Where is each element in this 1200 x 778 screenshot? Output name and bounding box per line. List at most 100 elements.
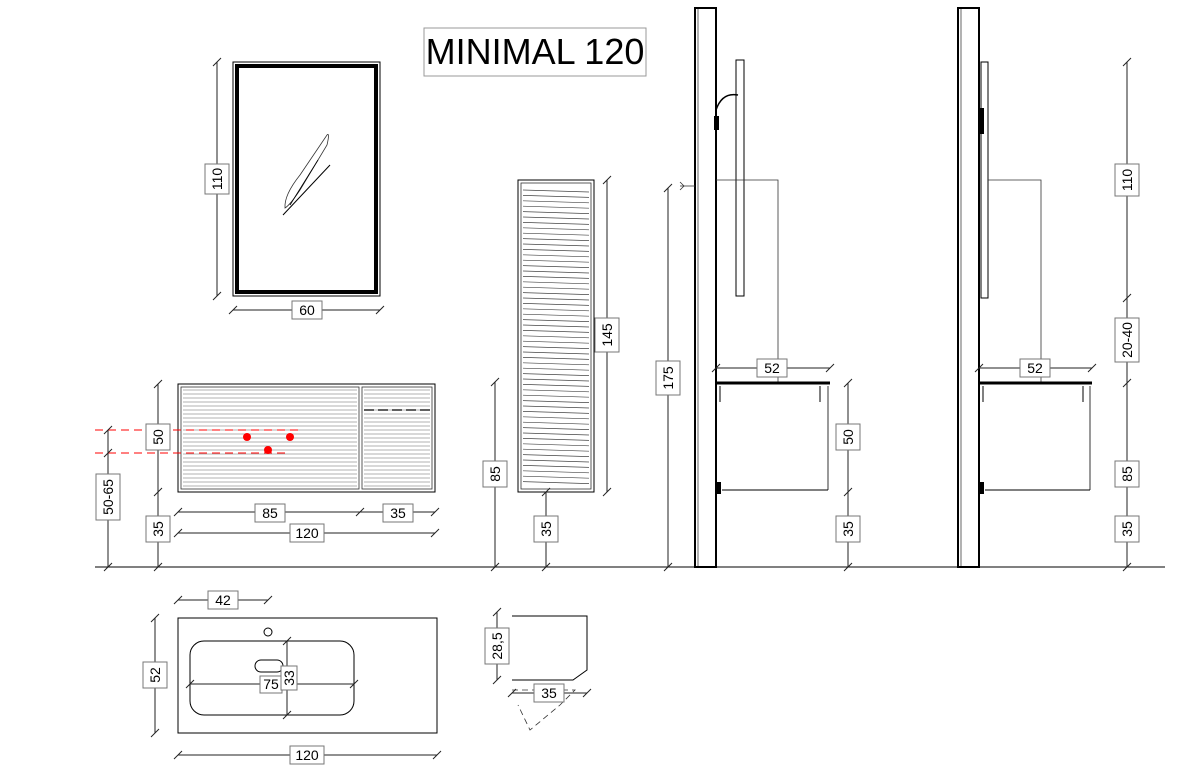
- hatch-line: [522, 373, 590, 376]
- hatch-line: [522, 189, 590, 193]
- hatch-line: [522, 470, 590, 474]
- vanity-width-dims: 85 35 120: [173, 503, 440, 543]
- hatch-line: [522, 238, 590, 241]
- cabinet-mount-label: 85: [487, 466, 503, 482]
- hatch-line: [522, 454, 590, 457]
- basin-width-label: 75: [263, 676, 279, 692]
- hatch-line: [522, 211, 590, 214]
- hatch-line: [522, 243, 590, 247]
- hatch-line: [522, 292, 590, 295]
- hatch-line: [522, 405, 590, 409]
- tap-point-marker: [286, 433, 294, 441]
- hatch-line: [522, 254, 590, 258]
- top-depth-dim: 52: [142, 613, 168, 738]
- hatch-line: [522, 448, 590, 452]
- cabinet-floor-gap-dim: 35: [533, 487, 559, 572]
- hatch-line: [522, 319, 590, 322]
- hatch-line: [522, 232, 590, 236]
- side2-gap-label: 20-40: [1119, 322, 1135, 358]
- top-width-label: 120: [295, 747, 319, 763]
- vanity-total-width-label: 120: [295, 525, 319, 541]
- tap-point-marker: [243, 433, 251, 441]
- side-box-view: [512, 615, 588, 731]
- vanity-front-view: [177, 383, 436, 493]
- hatch-line: [522, 303, 590, 306]
- mirror-height-dim: 110: [204, 57, 230, 301]
- hatch-line: [522, 411, 590, 414]
- side1-floor-label: 35: [840, 521, 856, 537]
- hatch-line: [522, 313, 590, 317]
- hatch-line: [522, 362, 590, 366]
- side1-floor-dim: 35: [835, 492, 861, 572]
- side2-floor-label: 35: [1119, 521, 1135, 537]
- basin-depth-label: 33: [281, 670, 297, 686]
- mirror-width-dim: 60: [228, 300, 385, 320]
- hatch-line: [522, 265, 590, 268]
- hatch-line: [522, 286, 590, 290]
- hatch-line: [522, 394, 590, 398]
- hatch-line: [522, 281, 590, 285]
- side1-height-label: 50: [840, 429, 856, 445]
- hatch-line: [522, 324, 590, 328]
- box-depth-label: 35: [541, 685, 557, 701]
- vanity-mount-range-label: 50-65: [100, 479, 116, 515]
- vanity-floor-gap-dim: 35: [145, 492, 171, 572]
- hatch-line: [522, 216, 590, 220]
- hatch-line: [522, 297, 590, 301]
- side-view-1: [679, 7, 830, 568]
- hatch-line: [522, 432, 590, 436]
- hatch-line: [522, 416, 590, 420]
- mirror-height-label: 110: [209, 168, 225, 191]
- tall-cabinet-view: [517, 179, 595, 493]
- hatch-line: [522, 378, 590, 382]
- hatch-line: [522, 475, 590, 479]
- top-tap-offset-label: 42: [215, 592, 231, 608]
- title-block: MINIMAL 120: [423, 27, 647, 77]
- hatch-line: [522, 459, 590, 463]
- cabinet-floor-gap-label: 35: [538, 521, 554, 537]
- vanity-floor-gap-label: 35: [150, 521, 166, 537]
- top-depth-label: 52: [147, 667, 163, 683]
- box-height-dim: 28,5: [484, 607, 510, 685]
- hatch-line: [522, 222, 590, 225]
- basin-top-view: 75 33: [177, 617, 438, 734]
- cabinet-height-label: 145: [599, 323, 615, 347]
- tap-hole: [263, 627, 273, 637]
- vanity-mount-range-dim: 50-65: [95, 425, 121, 572]
- side2-mirror-label: 110: [1119, 169, 1135, 192]
- hatch-line: [522, 346, 590, 349]
- side1-total-label: 175: [660, 366, 676, 390]
- box-depth-dim: 35: [507, 683, 592, 703]
- top-tap-offset-dim: 42: [173, 590, 273, 610]
- side2-depth-dim: 52: [974, 358, 1097, 378]
- vanity-right-width-label: 35: [390, 505, 406, 521]
- hatch-line: [522, 438, 590, 441]
- hatch-line: [522, 195, 590, 198]
- drawing-title: MINIMAL 120: [426, 31, 645, 72]
- hatch-line: [522, 335, 590, 339]
- side1-depth-label: 52: [764, 360, 780, 376]
- mirror-width-label: 60: [299, 302, 315, 318]
- hatch-line: [522, 384, 590, 387]
- hatch-line: [522, 276, 590, 279]
- hatch-line: [522, 249, 590, 252]
- side1-total-dim: 175: [655, 183, 681, 572]
- cabinet-height-dim: 145: [594, 175, 620, 497]
- hatch-line: [522, 357, 590, 360]
- side1-depth-dim: 52: [711, 358, 835, 378]
- side1-height-dim: 50: [835, 378, 861, 497]
- hatch-line: [522, 481, 590, 484]
- hatch-line: [522, 351, 590, 355]
- hatch-line: [522, 465, 590, 468]
- hatch-line: [522, 200, 590, 204]
- box-height-label: 28,5: [489, 632, 505, 659]
- hatch-line: [522, 330, 590, 333]
- hatch-line: [522, 427, 590, 430]
- side2-mount-label: 85: [1119, 466, 1135, 482]
- hatch-line: [522, 400, 590, 403]
- hatch-line: [522, 270, 590, 274]
- vanity-left-width-label: 85: [262, 505, 278, 521]
- hatch-line: [522, 421, 590, 425]
- hatch-line: [522, 308, 590, 312]
